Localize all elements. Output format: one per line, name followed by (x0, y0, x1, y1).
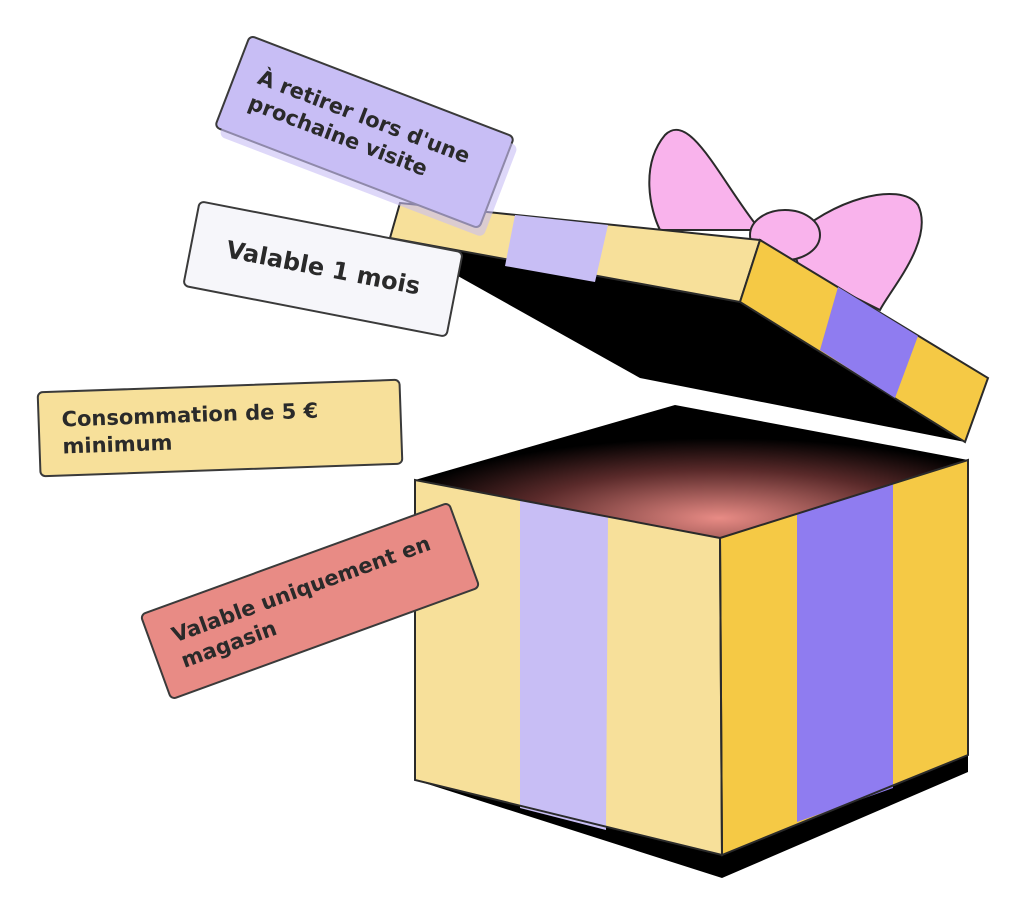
tag-minimum: Consommation de 5 € minimum (36, 378, 404, 478)
tag-validity-text: Valable 1 mois (223, 235, 423, 301)
tag-minimum-text: Consommation de 5 € minimum (61, 398, 319, 459)
